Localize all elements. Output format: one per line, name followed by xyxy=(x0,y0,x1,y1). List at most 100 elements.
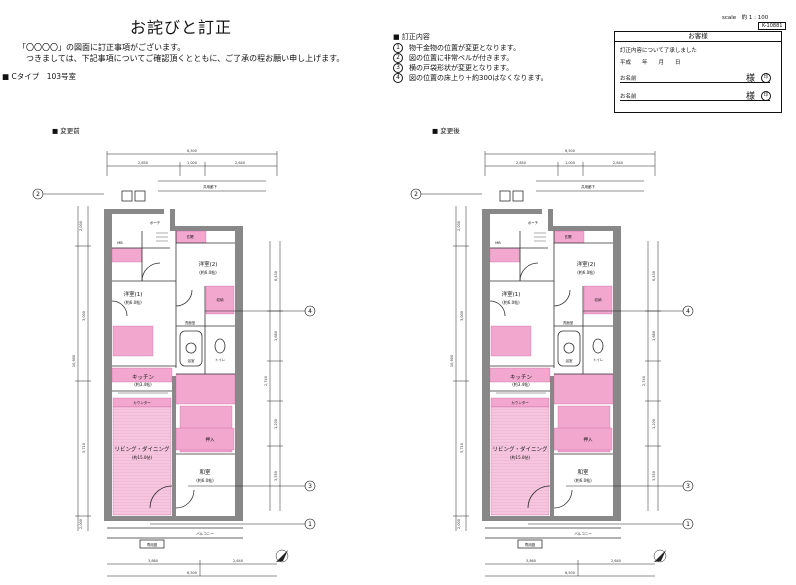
callout-3: 3 xyxy=(686,483,690,490)
counter-label: カウンター xyxy=(133,400,151,405)
north-arrow-icon xyxy=(653,549,667,563)
dim-left: 10,900 xyxy=(450,355,454,367)
callout-2: 2 xyxy=(36,191,40,198)
dim-bottom-part: 2,640 xyxy=(233,559,243,563)
room-toilet: トイレ xyxy=(593,358,604,362)
intro-text: 「〇〇〇〇」の図面に訂正事項がございます。 つきましては、下記事項についてご確認… xyxy=(18,42,344,64)
dim-top-part: 2,850 xyxy=(516,161,526,165)
room-japanese: 和室 xyxy=(199,468,211,476)
room-living: リビング・ダイニング xyxy=(114,445,170,453)
room-kitchen: キッチン xyxy=(510,374,533,381)
callout-1: 1 xyxy=(686,521,690,528)
room-closet: 押入 xyxy=(584,436,593,443)
after-label: ■ 変更後 xyxy=(432,127,460,135)
seal-mark: 印 xyxy=(761,91,771,101)
porch-label: ポーチ xyxy=(150,220,161,225)
dim-top-part: 1,000 xyxy=(565,161,575,165)
dim-right: 2,740 xyxy=(642,376,646,386)
room-japanese: 和室 xyxy=(577,468,589,476)
garden-label: 専用庭 xyxy=(525,542,536,547)
room-western1: 洋室(1) xyxy=(502,290,521,298)
mb-label: MB xyxy=(117,241,123,245)
north-arrow-icon xyxy=(275,549,289,563)
dim-bottom-total: 6,500 xyxy=(565,571,575,575)
room-living-area: (約15.0帖) xyxy=(132,454,152,460)
room-living: リビング・ダイニング xyxy=(492,445,548,453)
room-bath: 浴室 xyxy=(566,358,574,363)
dim-bottom-part: 3,860 xyxy=(148,559,158,563)
dim-top-total: 6,500 xyxy=(565,149,575,153)
dim-right: 6,430 xyxy=(274,271,278,281)
intro-line-1: 「〇〇〇〇」の図面に訂正事項がございます。 xyxy=(18,43,186,52)
customer-box-title: お客様 xyxy=(615,32,781,42)
room-entrance: 玄関 xyxy=(565,234,573,239)
balcony-label: バルコニー xyxy=(574,532,592,536)
honorific: 様 xyxy=(746,92,756,102)
dim-right: 1,200 xyxy=(652,419,656,429)
dim-right: 1,680 xyxy=(652,331,656,341)
customer-approval-box: お客様 訂正内容について了承しました 平成 年 月 日 お名前 様 印 お名前 … xyxy=(614,31,782,113)
callout-1: 1 xyxy=(308,521,312,528)
dim-left: 2,000 xyxy=(79,519,83,529)
dim-left: 2,000 xyxy=(457,519,461,529)
dim-top-part: 2,640 xyxy=(613,161,623,165)
floor-plan-after: 2 4 3 1 6,500 2,850 1,000 2,640 6,500 3,… xyxy=(408,136,708,585)
dim-right: 2,740 xyxy=(264,376,268,386)
balcony-label: バルコニー xyxy=(196,532,214,536)
seal-mark: 印 xyxy=(761,73,771,83)
garden-label: 専用庭 xyxy=(147,542,158,547)
dim-left: 5,710 xyxy=(82,443,86,453)
page-title: お詫びと訂正 xyxy=(130,18,233,37)
corrections-heading: ■ 訂正内容 xyxy=(393,33,430,41)
dim-right: 1,680 xyxy=(274,331,278,341)
room-wash: 洗面室 xyxy=(185,320,196,325)
dim-left: 3,000 xyxy=(82,311,86,321)
callout-2: 2 xyxy=(414,191,418,198)
floor-plan-drawing: 2 4 3 1 6,500 2,850 1,000 2,640 6,500 3,… xyxy=(32,149,316,577)
room-japanese-area: (約6.0帖) xyxy=(196,477,214,483)
room-storage: 収納 xyxy=(595,297,603,302)
room-kitchen-area: (約3.4帖) xyxy=(134,381,152,387)
room-entrance: 玄関 xyxy=(187,234,194,239)
room-western2: 洋室(2) xyxy=(577,260,596,268)
dim-bottom-part: 3,860 xyxy=(526,559,536,563)
counter-label: カウンター xyxy=(511,400,529,405)
room-western2: 洋室(2) xyxy=(199,260,218,268)
dim-left: 5,710 xyxy=(460,443,464,453)
name-label: お名前 xyxy=(620,94,637,100)
correction-text: 図の位置の床上り＋約300はなくなります。 xyxy=(409,74,548,82)
correction-text: 図の位置に非常ベルが付きます。 xyxy=(409,54,514,62)
room-western1-area: (約6.0帖) xyxy=(124,299,142,305)
correction-text: 横の戸袋形状が変更となります。 xyxy=(409,64,514,72)
dim-left: 2,000 xyxy=(79,221,83,231)
callout-number: 2 xyxy=(393,53,403,63)
intro-line-2: つきましては、下記事項についてご確認頂くとともに、ご了承の程お願い申し上げます。 xyxy=(26,54,345,63)
room-western1: 洋室(1) xyxy=(124,290,143,298)
correction-text: 物干金物の位置が変更となります。 xyxy=(409,44,521,52)
correction-item: 2 図の位置に非常ベルが付きます。 xyxy=(393,53,556,63)
honorific: 様 xyxy=(746,74,756,84)
signature-line-1[interactable]: お名前 xyxy=(620,72,770,83)
dim-right: 3,550 xyxy=(274,471,278,481)
unit-type-label: ■ Cタイプ 103号室 xyxy=(2,72,77,81)
dim-right: 1,200 xyxy=(274,419,278,429)
dim-top-part: 2,640 xyxy=(235,161,245,165)
dim-bottom-part: 2,640 xyxy=(611,559,621,563)
signature-line-2[interactable]: お名前 xyxy=(620,90,770,101)
room-kitchen-area: (約3.4帖) xyxy=(512,381,530,387)
room-bath: 浴室 xyxy=(188,358,195,363)
callout-number: 3 xyxy=(393,63,403,73)
dim-left: 10,900 xyxy=(72,355,76,367)
corridor-label: 共用廊下 xyxy=(581,184,595,189)
room-toilet: トイレ xyxy=(215,358,226,362)
corridor-label: 共用廊下 xyxy=(203,184,217,189)
document-code: K-10881 xyxy=(758,22,787,30)
name-label: お名前 xyxy=(620,76,637,82)
dim-right: 6,430 xyxy=(652,271,656,281)
floor-plan-before: 2 4 3 1 6,500 2,850 1,000 2,640 6,500 3,… xyxy=(30,136,330,585)
callout-4: 4 xyxy=(308,308,312,315)
approval-note: 訂正内容について了承しました xyxy=(620,48,697,54)
